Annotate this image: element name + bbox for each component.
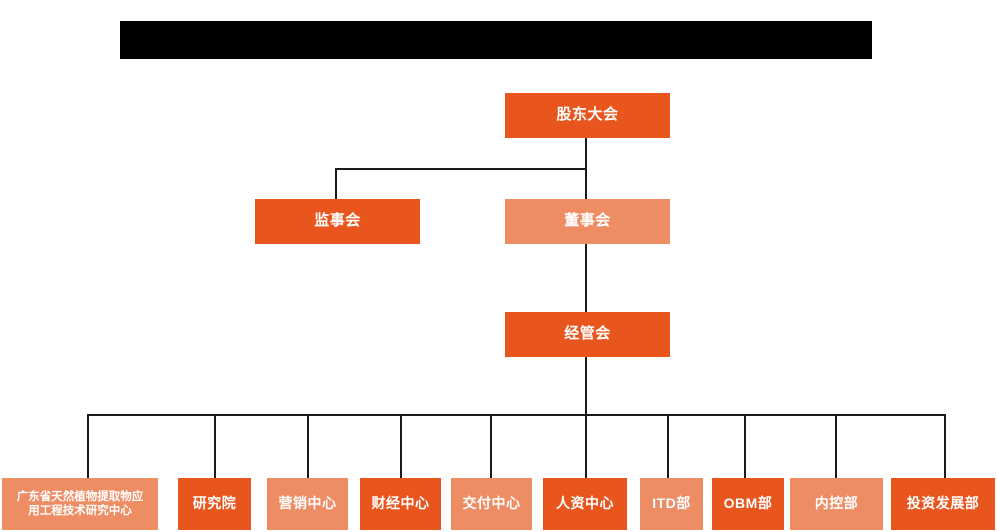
- node-dept-10[interactable]: 投资发展部: [891, 478, 995, 530]
- connector-to-dept-9: [835, 414, 837, 478]
- node-dept-1[interactable]: 广东省天然植物提取物应 用工程技术研究中心: [2, 478, 158, 530]
- connector-to-supervisors: [335, 168, 337, 200]
- node-management[interactable]: 经管会: [505, 312, 670, 357]
- connector-management-down: [585, 357, 587, 415]
- connector-level2-bus: [335, 168, 587, 170]
- connector-to-dept-1: [87, 414, 89, 478]
- node-directors[interactable]: 董事会: [505, 199, 670, 244]
- connector-to-dept-2: [214, 414, 216, 478]
- node-dept-3[interactable]: 营销中心: [267, 478, 348, 530]
- connector-to-dept-7: [667, 414, 669, 478]
- connector-to-dept-5: [490, 414, 492, 478]
- node-dept-2[interactable]: 研究院: [178, 478, 251, 530]
- node-dept-6[interactable]: 人资中心: [543, 478, 627, 530]
- connector-to-dept-3: [307, 414, 309, 478]
- connector-level4-bus: [87, 414, 945, 416]
- connector-to-dept-10: [944, 414, 946, 478]
- node-dept-4[interactable]: 财经中心: [360, 478, 441, 530]
- node-dept-7[interactable]: ITD部: [640, 478, 703, 530]
- connector-to-directors: [585, 168, 587, 200]
- connector-to-dept-4: [400, 414, 402, 478]
- node-shareholders[interactable]: 股东大会: [505, 93, 670, 138]
- node-dept-9[interactable]: 内控部: [790, 478, 883, 530]
- connector-to-dept-8: [744, 414, 746, 478]
- node-dept-5[interactable]: 交付中心: [451, 478, 532, 530]
- connector-directors-to-management: [585, 244, 587, 312]
- node-supervisors[interactable]: 监事会: [255, 199, 420, 244]
- redacted-title-bar: [120, 21, 872, 59]
- node-dept-8[interactable]: OBM部: [712, 478, 784, 530]
- connector-shareholders-down: [585, 138, 587, 170]
- connector-to-dept-6: [585, 414, 587, 478]
